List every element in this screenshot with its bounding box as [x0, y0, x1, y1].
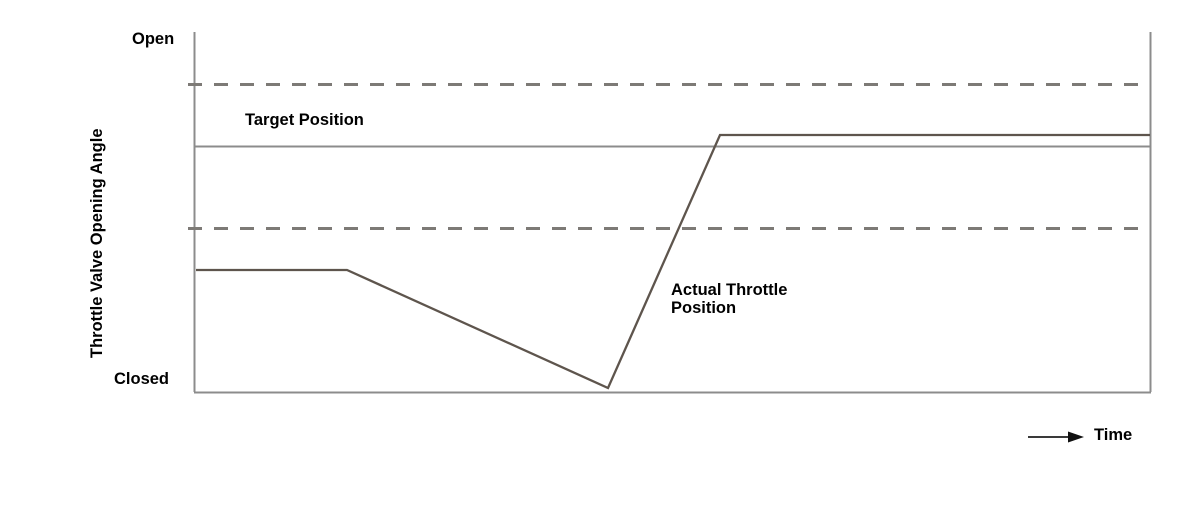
time-arrow-icon: [1028, 431, 1084, 443]
y-axis-tick-closed: Closed: [114, 370, 170, 388]
y-axis-tick-open: Open: [132, 30, 175, 48]
actual-throttle-position-label-line1: Actual Throttle: [671, 281, 788, 299]
y-axis-title: Throttle Valve Opening Angle: [88, 128, 106, 358]
actual-throttle-position-line: [196, 133, 1150, 390]
actual-throttle-position-label-line2: Position: [671, 299, 737, 318]
x-axis-title: Time: [1094, 426, 1133, 444]
target-position-label: Target Position: [245, 111, 364, 129]
